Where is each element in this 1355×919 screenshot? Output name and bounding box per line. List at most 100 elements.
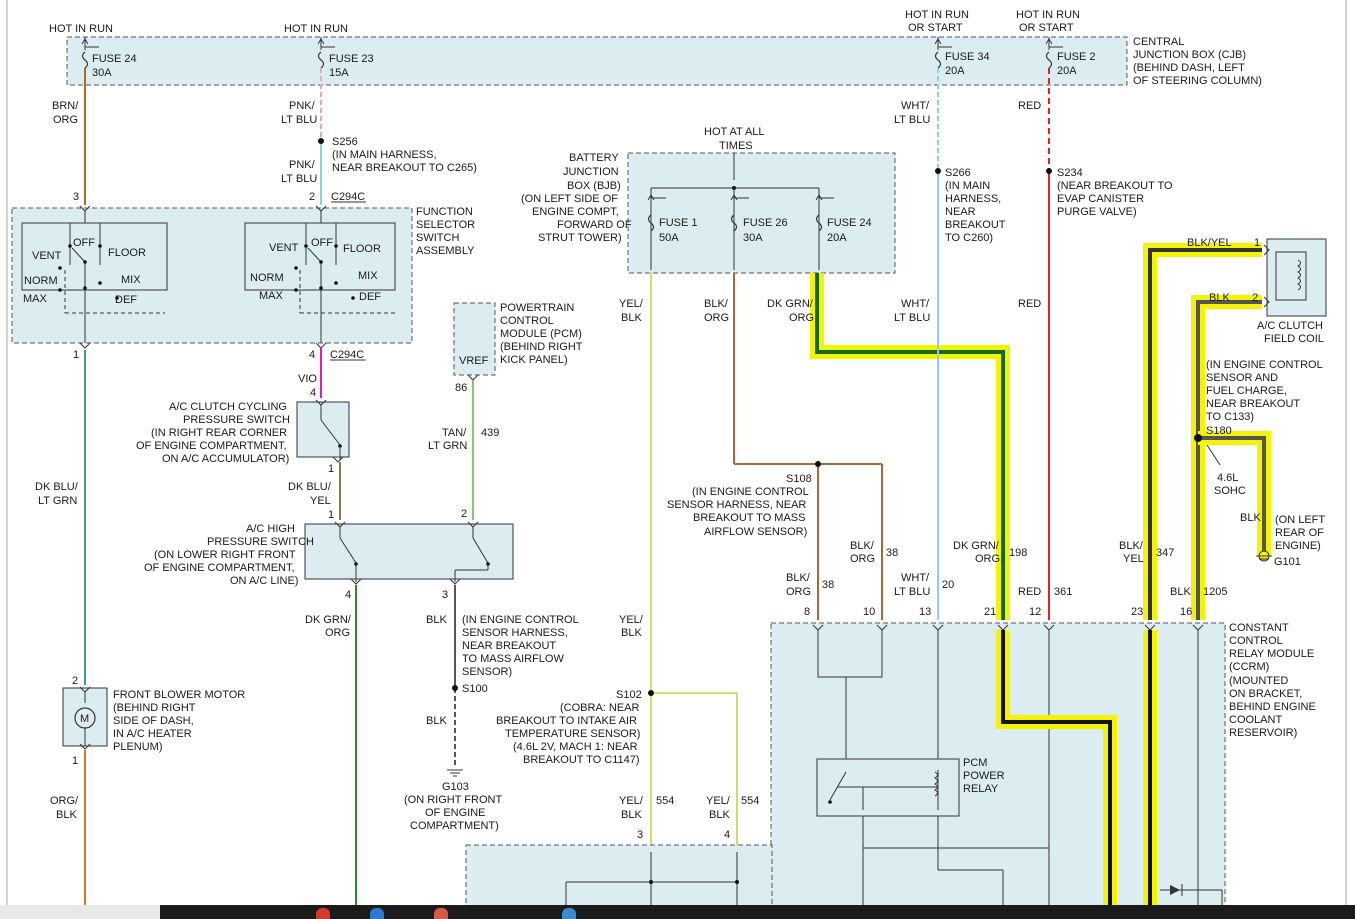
svg-text:HOT IN RUN: HOT IN RUN	[49, 23, 113, 35]
svg-text:1: 1	[328, 509, 334, 521]
svg-text:(IN ENGINE CONTROL SENSO: (IN ENGINE CONTROL SENSOR HARNESS, NEAR …	[462, 614, 581, 678]
svg-text:FLOOR: FLOOR	[108, 247, 146, 259]
svg-text:G101: G101	[1274, 556, 1301, 568]
svg-text:C294C: C294C	[331, 191, 365, 203]
svg-text:(IN MAIN HARNESS,: (IN MAIN HARNESS,	[332, 149, 437, 161]
app-icon[interactable]	[316, 908, 330, 919]
svg-text:BLK: BLK	[426, 715, 447, 727]
wire-pnk-ltblu: PNK/ LT BLU PNK/ LT BLU S256 (IN MAIN HA…	[281, 68, 477, 205]
svg-text:S266 (IN MAIN HARN: S266 (IN MAIN HARNESS, NEAR BREAKOUT TO …	[945, 167, 1008, 244]
svg-text:4: 4	[309, 349, 315, 361]
svg-text:YEL: YEL	[1123, 553, 1144, 565]
svg-text:1: 1	[72, 755, 78, 767]
svg-text:4: 4	[310, 387, 316, 399]
svg-text:554: 554	[656, 795, 674, 807]
svg-text:1205: 1205	[1203, 586, 1227, 598]
svg-text:361: 361	[1054, 586, 1072, 598]
wire-dkblu-ltgrn: DK BLU/ LT GRN 2	[35, 350, 86, 687]
wire-blk-s100: BLK BLK S100 (IN ENGINE CONTROL SENSOR H…	[426, 585, 581, 768]
svg-text:DK GRN/: DK GRN/	[767, 298, 814, 310]
selector-label: FUNCTION SELECTOR SWITCH ASSEMBLY	[416, 206, 478, 257]
svg-text:MIX: MIX	[358, 270, 378, 282]
svg-text:FUSE 34: FUSE 34	[945, 51, 990, 63]
svg-text:(IN ENGINE CONTROL: (IN ENGINE CONTROL	[692, 486, 809, 498]
svg-text:347: 347	[1156, 547, 1174, 559]
svg-text:ORG: ORG	[704, 312, 729, 324]
wire-blk-highlighted: BLK 2 (IN ENGINE CONTROL SENSOR AND FUEL…	[1170, 292, 1325, 620]
svg-text:20: 20	[942, 579, 954, 591]
ground-g103: G103 (ON RIGHT FRONT OF ENGINE COMPARTME…	[404, 769, 502, 832]
svg-text:S256: S256	[332, 136, 358, 148]
svg-text:30A: 30A	[743, 232, 763, 244]
app-icon[interactable]	[562, 908, 576, 919]
svg-text:BLK: BLK	[621, 312, 642, 324]
app-icon[interactable]	[370, 908, 384, 919]
wire-blk-org: BLK/ ORG S108 (IN ENGINE CONTROL SENSOR …	[667, 273, 898, 620]
svg-text:16: 16	[1180, 606, 1192, 618]
svg-text:S180: S180	[1206, 425, 1232, 437]
cjb-fuse-2: HOT IN RUN OR START FUSE 2 20A	[1016, 9, 1096, 77]
svg-text:SOHC: SOHC	[1214, 485, 1246, 497]
svg-text:ORG: ORG	[789, 312, 814, 324]
svg-text:BLK: BLK	[1209, 292, 1230, 304]
svg-text:WHT/: WHT/	[901, 100, 930, 112]
svg-text:2: 2	[309, 191, 315, 203]
svg-text:3: 3	[442, 589, 448, 601]
wire-yel-blk: YEL/ BLK YEL/ BLK YEL/ BLK 554 YEL/ BLK …	[496, 273, 759, 854]
svg-text:LT BLU: LT BLU	[281, 173, 317, 185]
svg-text:A/C HIGH PRESSURE SWITCH: A/C HIGH PRESSURE SWITCH (ON LOWER RIGHT…	[144, 523, 317, 587]
svg-text:1: 1	[73, 349, 79, 361]
svg-text:4: 4	[345, 589, 351, 601]
svg-text:(ON RIGHT FRONT: (ON RIGHT FRONT	[404, 794, 502, 806]
svg-text:BLK/: BLK/	[1119, 540, 1144, 552]
ac-clutch-field-coil: A/C CLUTCH FIELD COIL	[1257, 238, 1327, 345]
svg-text:DK BLU/: DK BLU/	[288, 481, 332, 493]
svg-text:BLK: BLK	[1170, 586, 1191, 598]
svg-text:DK GRN/: DK GRN/	[953, 540, 1000, 552]
svg-text:3: 3	[637, 829, 643, 841]
motor-symbol: M	[80, 713, 89, 725]
svg-text:VENT: VENT	[32, 250, 62, 262]
svg-text:RELAY: RELAY	[963, 783, 999, 795]
svg-text:A/C CLUTCH CYCLING PRESS: A/C CLUTCH CYCLING PRESSURE SWITCH (IN R…	[136, 401, 293, 465]
svg-text:RED: RED	[1018, 100, 1041, 112]
svg-text:TAN/: TAN/	[442, 427, 467, 439]
wire-dkgrn-org-highlighted: DK GRN/ ORG DK GRN/ ORG 198	[767, 273, 1027, 620]
svg-text:MAX: MAX	[259, 290, 284, 302]
constant-control-relay-module: 8 10 13 21 12 23 16	[465, 606, 1316, 909]
svg-text:HOT AT ALL: HOT AT ALL	[704, 126, 765, 138]
svg-text:FUSE 1: FUSE 1	[659, 217, 698, 229]
svg-text:BLK: BLK	[426, 614, 447, 626]
svg-text:YEL/: YEL/	[619, 614, 644, 626]
app-icon[interactable]	[434, 908, 448, 919]
svg-text:DK BLU/: DK BLU/	[35, 481, 79, 493]
svg-text:20A: 20A	[945, 65, 965, 77]
svg-text:38: 38	[886, 547, 898, 559]
svg-text:BLK: BLK	[1240, 512, 1261, 524]
svg-text:RED: RED	[1018, 586, 1041, 598]
svg-text:RED: RED	[1018, 298, 1041, 310]
cjb-fuse-24: HOT IN RUN FUSE 24 30A	[49, 23, 137, 79]
ac-clutch-cycling-switch: A/C CLUTCH CYCLING PRESSURE SWITCH (IN R…	[136, 399, 350, 475]
svg-text:WHT/: WHT/	[901, 572, 930, 584]
svg-text:WHT/: WHT/	[901, 298, 930, 310]
svg-text:FUSE 26: FUSE 26	[743, 217, 788, 229]
svg-text:A/C CLUTCH: A/C CLUTCH	[1257, 320, 1323, 332]
svg-text:8: 8	[804, 606, 810, 618]
svg-text:S100: S100	[462, 683, 488, 695]
ac-high-pressure-switch: A/C HIGH PRESSURE SWITCH (ON LOWER RIGHT…	[144, 508, 514, 601]
svg-text:DEF: DEF	[115, 294, 137, 306]
wire-vio: VIO 4	[298, 348, 322, 399]
svg-text:VREF: VREF	[459, 355, 489, 367]
svg-text:FIELD COIL: FIELD COIL	[1264, 333, 1324, 345]
taskbar-search-area[interactable]	[0, 905, 160, 919]
svg-text:HOT IN RUN: HOT IN RUN	[905, 9, 969, 21]
svg-text:PNK/: PNK/	[289, 100, 316, 112]
svg-text:LT BLU: LT BLU	[894, 586, 930, 598]
svg-text:COMPARTMENT): COMPARTMENT)	[410, 820, 499, 832]
svg-text:NEAR BREAKOUT TO C265): NEAR BREAKOUT TO C265)	[332, 162, 477, 174]
svg-text:MIX: MIX	[121, 274, 141, 286]
svg-text:ORG: ORG	[786, 586, 811, 598]
cjb-fuse-23: HOT IN RUN FUSE 23 15A	[284, 23, 374, 79]
svg-text:VENT: VENT	[269, 242, 299, 254]
